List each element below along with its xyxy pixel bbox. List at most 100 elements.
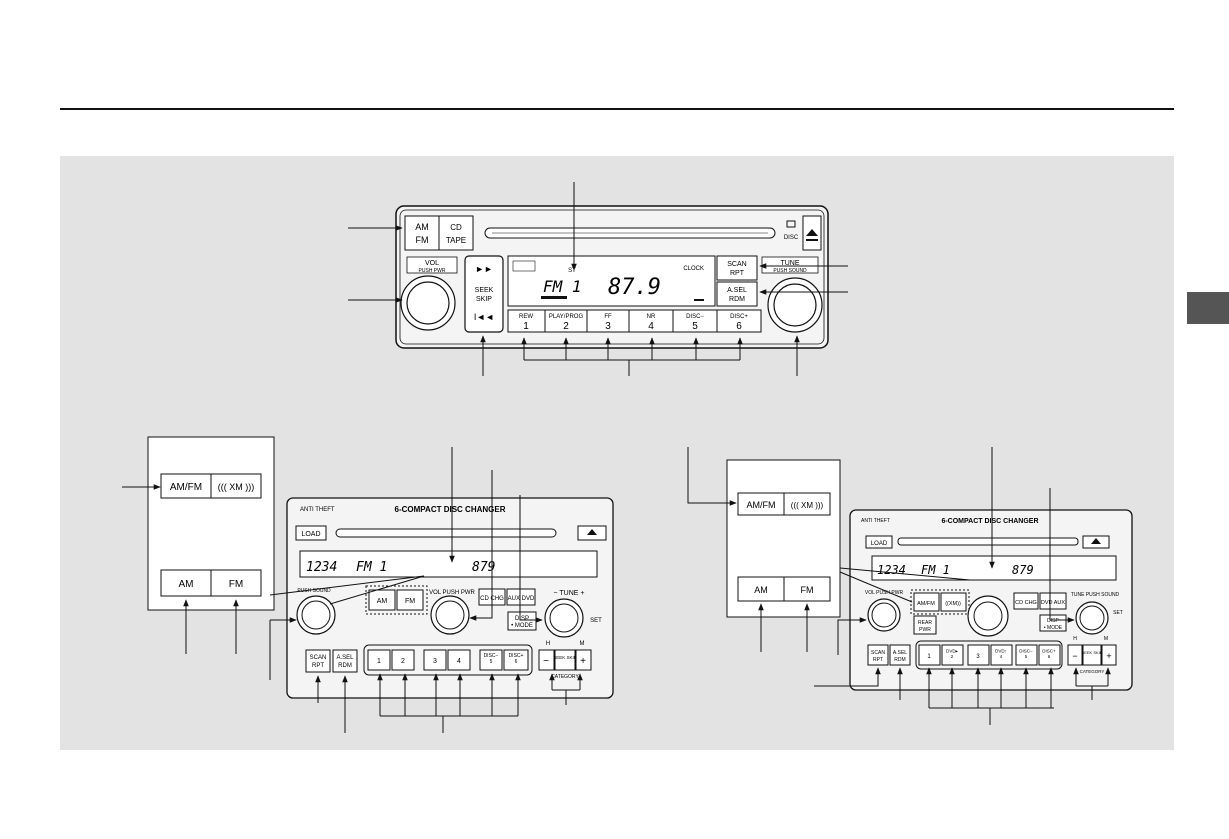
svg-text:AM: AM [179, 579, 194, 590]
preset-button[interactable]: DVD▸2 [941, 644, 964, 666]
seek-skip-button[interactable]: SEEK SKIP [553, 649, 577, 671]
inset-am-fm-button[interactable]: AM/FM [737, 492, 785, 516]
minus-button[interactable]: − [538, 649, 555, 671]
svg-text:AUX DVD: AUX DVD [508, 596, 535, 602]
svg-text:DISC+6: DISC+6 [1042, 649, 1056, 660]
preset-button[interactable]: REW 1 [507, 309, 546, 333]
preset-button[interactable]: 3 [967, 644, 990, 666]
svg-text:• MODE: • MODE [1044, 625, 1063, 631]
minus-button[interactable]: − [1067, 644, 1083, 666]
svg-text:FF: FF [604, 314, 612, 320]
preset-button[interactable]: PLAY/PROG 2 [544, 309, 588, 333]
cd-chg-button[interactable]: CD CHG [1013, 592, 1039, 610]
svg-text:CLOCK: CLOCK [683, 266, 704, 272]
inset-am-button[interactable]: AM [737, 576, 785, 602]
svg-text:879: 879 [472, 560, 495, 575]
seek-skip-button[interactable]: SEEK SKIP [1082, 644, 1103, 666]
bottom-right-inset: AM/FM ((( XM ))) AM FM [726, 459, 841, 618]
tune-knob[interactable] [544, 598, 584, 638]
cd-tape-button[interactable]: CD TAPE [438, 215, 474, 251]
inset-fm-button[interactable]: FM [783, 576, 831, 602]
eject-button[interactable] [577, 525, 607, 541]
eject-button[interactable] [802, 215, 822, 251]
svg-text:RPT: RPT [873, 657, 883, 663]
svg-text:DISC−: DISC− [686, 314, 704, 320]
svg-text:AM: AM [377, 598, 388, 605]
svg-text:SET: SET [1113, 610, 1123, 616]
svg-text:FM: FM [416, 235, 429, 245]
svg-text:AM/FM: AM/FM [917, 601, 935, 607]
plus-button[interactable]: + [575, 649, 592, 671]
preset-button[interactable]: 3 [423, 649, 447, 671]
plus-button[interactable]: + [1101, 644, 1117, 666]
asel-rdm-button[interactable]: A.SEL RDM [332, 649, 358, 673]
svg-text:FM: FM [801, 585, 814, 595]
scan-rpt-button[interactable]: SCAN RPT [867, 644, 889, 666]
preset-button[interactable]: 1 [367, 649, 391, 671]
svg-text:RPT: RPT [730, 270, 745, 277]
inset-am-button[interactable]: AM [160, 569, 212, 597]
tune-push-knob[interactable] [430, 595, 470, 635]
asel-rdm-button[interactable]: A.SEL RDM [716, 281, 758, 307]
preset-button[interactable]: DISC−5 [479, 649, 503, 671]
svg-text:VOL PUSH PWR: VOL PUSH PWR [865, 590, 904, 596]
preset-button[interactable]: DISC− 5 [672, 309, 718, 333]
preset-button[interactable]: 1 [918, 644, 941, 666]
top-radio-unit: AM FM CD TAPE DISC VOL PUSH PWR [395, 205, 829, 349]
volume-knob[interactable] [867, 598, 901, 632]
asel-rdm-button[interactable]: A.SEL RDM [889, 644, 911, 666]
svg-text:DISC−5: DISC−5 [484, 653, 499, 665]
preset-button[interactable]: DVD↑4 [990, 644, 1013, 666]
aux-dvd-button[interactable]: AUX DVD [506, 588, 536, 606]
rear-control-dial[interactable] [967, 595, 1009, 637]
top-display: ST FM 1 87.9 CLOCK [507, 255, 716, 307]
svg-text:SCAN: SCAN [310, 655, 327, 661]
am-button[interactable]: AM [368, 589, 396, 611]
svg-text:RPT: RPT [312, 663, 324, 669]
svg-text:DISC+6: DISC+6 [509, 653, 524, 665]
eject-button[interactable] [1082, 535, 1110, 549]
inset-am-fm-button[interactable]: AM/FM [160, 473, 212, 499]
svg-text:4: 4 [648, 321, 654, 332]
fm-button[interactable]: FM [396, 589, 424, 611]
disp-mode-button[interactable]: DISP • MODE [507, 611, 537, 631]
volume-knob[interactable] [400, 275, 456, 331]
scan-rpt-button[interactable]: SCAN RPT [305, 649, 331, 673]
preset-button[interactable]: DISC+6 [1038, 644, 1061, 666]
svg-text:VOL PUSH PWR: VOL PUSH PWR [429, 590, 475, 596]
svg-text:1: 1 [377, 658, 381, 665]
preset-button[interactable]: 4 [447, 649, 471, 671]
svg-text:1: 1 [927, 654, 931, 660]
inset-xm-button[interactable]: ((( XM ))) [210, 473, 262, 499]
svg-text:PUSH SOUND: PUSH SOUND [773, 268, 807, 274]
load-button[interactable]: LOAD [865, 535, 893, 549]
tune-knob[interactable] [1075, 601, 1109, 635]
preset-button[interactable]: NR 4 [628, 309, 674, 333]
am-fm-button[interactable]: AM/FM [913, 592, 940, 612]
svg-text:TUNE PUSH SOUND: TUNE PUSH SOUND [1071, 592, 1120, 598]
tune-knob[interactable] [767, 277, 823, 333]
preset-button[interactable]: DISC−5 [1015, 644, 1038, 666]
inset-fm-button[interactable]: FM [210, 569, 262, 597]
dvd-aux-button[interactable]: DVD AUX [1039, 592, 1067, 610]
svg-text:+: + [1106, 651, 1111, 661]
svg-text:ANTI THEFT: ANTI THEFT [300, 507, 335, 513]
svg-text:3: 3 [976, 654, 980, 660]
am-fm-button[interactable]: AM FM [404, 215, 440, 251]
inset-xm-button[interactable]: ((( XM ))) [783, 492, 831, 516]
svg-text:SCAN: SCAN [871, 650, 885, 656]
rear-pwr-button[interactable]: REAR PWR [913, 615, 937, 635]
preset-button[interactable]: FF 3 [586, 309, 630, 333]
preset-button[interactable]: DISC+6 [503, 649, 529, 671]
svg-text:CATEGORY: CATEGORY [551, 674, 579, 680]
preset-button[interactable]: DISC+ 6 [716, 309, 762, 333]
xm-button[interactable]: ((XM)) [940, 592, 967, 612]
disp-mode-button[interactable]: DISP • MODE [1039, 614, 1067, 632]
volume-knob[interactable] [296, 595, 336, 635]
load-button[interactable]: LOAD [295, 525, 327, 541]
eject-icon [806, 229, 818, 241]
scan-rpt-button[interactable]: SCAN RPT [716, 255, 758, 281]
svg-text:FM: FM [229, 579, 243, 590]
preset-button[interactable]: 2 [391, 649, 415, 671]
seek-skip-button[interactable]: ►► SEEK SKIP I◄◄ [464, 255, 504, 333]
